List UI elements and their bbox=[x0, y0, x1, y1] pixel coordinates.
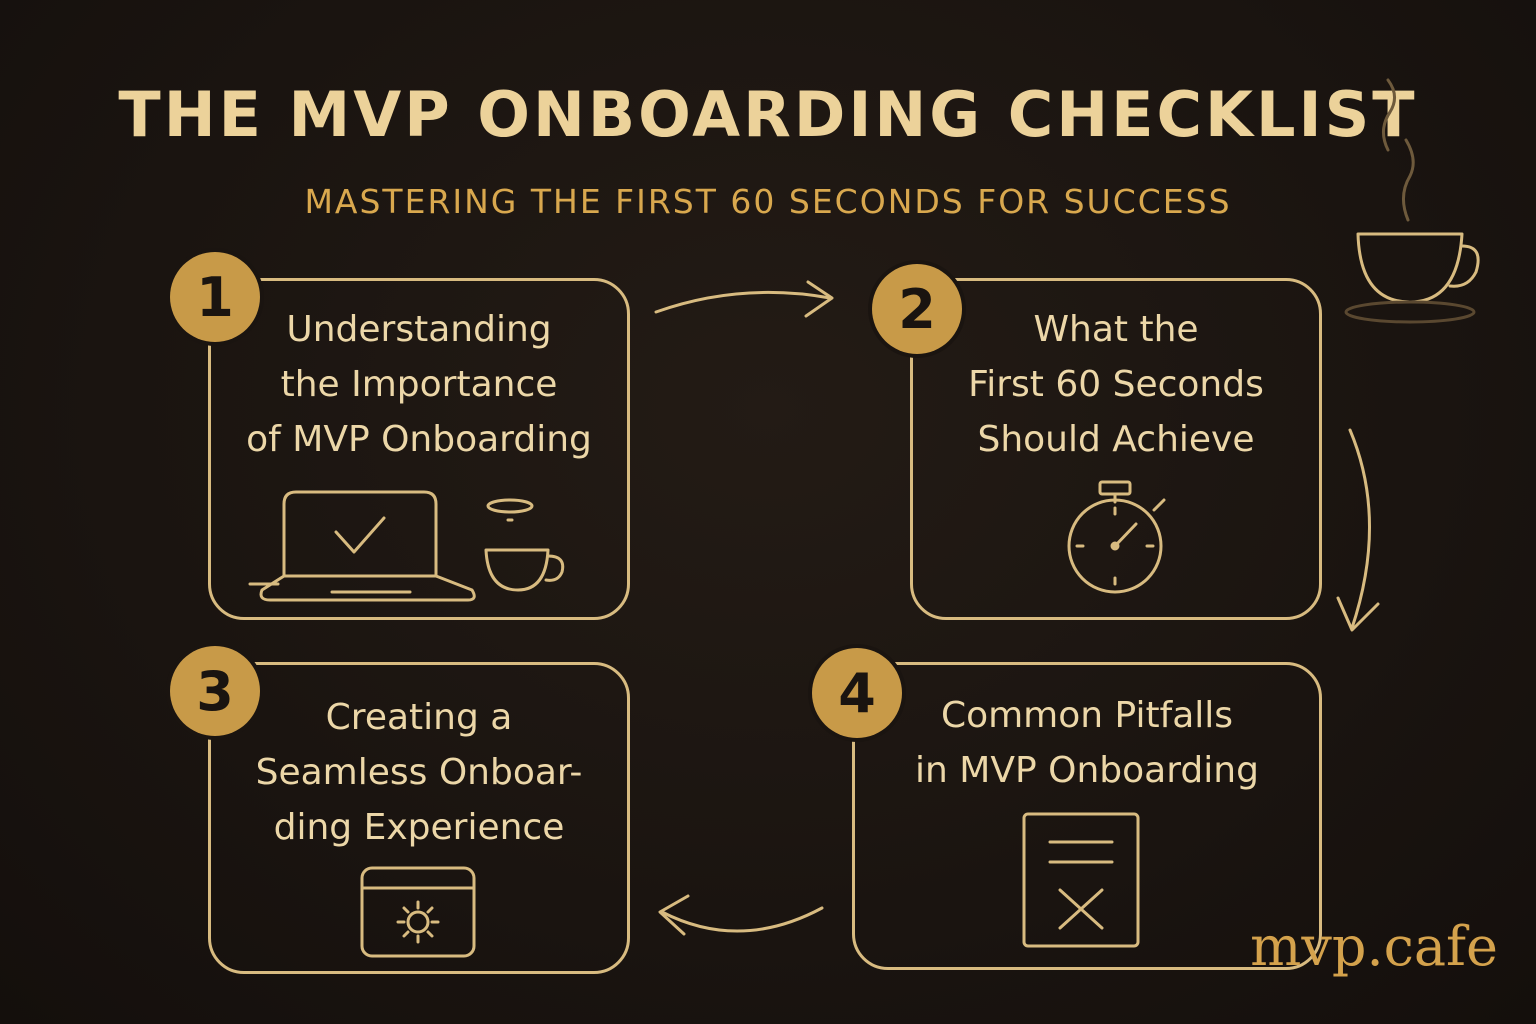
page-subtitle: MASTERING THE FIRST 60 SECONDS FOR SUCCE… bbox=[304, 182, 1232, 221]
laptop-check-icon bbox=[248, 490, 476, 602]
stopwatch-icon bbox=[1067, 480, 1166, 594]
arrow-left-icon bbox=[658, 894, 824, 936]
step-badge-3: 3 bbox=[170, 646, 260, 736]
step-card-1 bbox=[208, 278, 630, 620]
step-text-2: What the First 60 Seconds Should Achieve bbox=[968, 309, 1264, 460]
step-card-2 bbox=[910, 278, 1322, 620]
page-title: THE MVP ONBOARDING CHECKLIST bbox=[118, 78, 1418, 151]
step-text-1: Understanding the Importance of MVP Onbo… bbox=[246, 309, 592, 460]
step-card-4 bbox=[852, 662, 1322, 970]
arrow-right-icon bbox=[654, 280, 834, 318]
step-badge-1: 1 bbox=[170, 252, 260, 342]
document-x-icon bbox=[1022, 812, 1140, 948]
step-card-3 bbox=[208, 662, 630, 974]
step-text-4: Common Pitfalls in MVP Onboarding bbox=[915, 695, 1259, 791]
settings-window-icon bbox=[360, 866, 476, 958]
step-text-3: Creating a Seamless Onboar- ding Experie… bbox=[255, 697, 583, 848]
step-badge-2: 2 bbox=[872, 264, 962, 354]
arrow-down-icon bbox=[1336, 428, 1380, 632]
brand-logo: mvp.cafe bbox=[1250, 915, 1498, 978]
coffee-cup-steam-icon bbox=[1344, 78, 1480, 324]
coffee-cup-icon bbox=[484, 498, 565, 592]
step-badge-4: 4 bbox=[812, 648, 902, 738]
